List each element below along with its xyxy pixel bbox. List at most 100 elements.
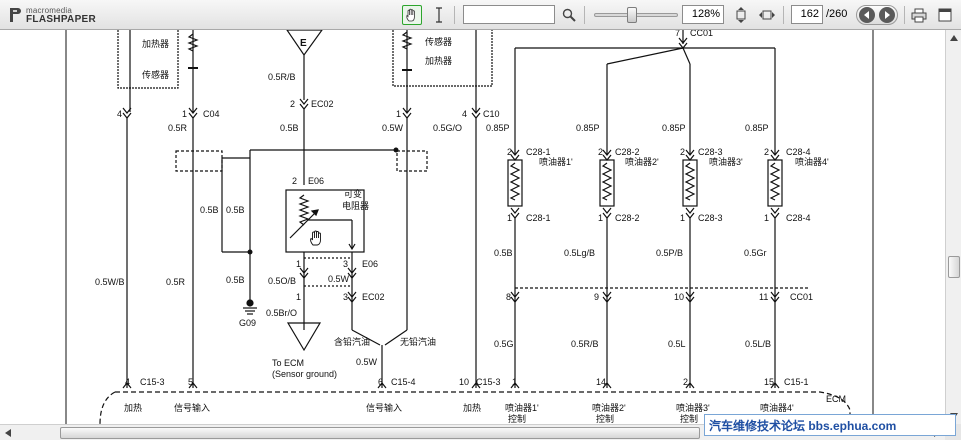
wiring-diagram: 加热器 传感器 E 传感器 加热器 7 CC01 4 1 C04 2 EC02 … [65,30,874,424]
svg-text:0.5W: 0.5W [382,123,404,133]
svg-text:无铅汽油: 无铅汽油 [400,336,436,347]
svg-text:0.5Br/O: 0.5Br/O [266,308,297,318]
horizontal-scroll-thumb[interactable] [60,427,700,439]
svg-text:控制: 控制 [596,413,614,424]
text-select-tool-button[interactable] [429,5,449,25]
svg-text:C28-3: C28-3 [698,147,723,157]
svg-text:0.5R: 0.5R [166,277,186,287]
svg-text:2: 2 [290,99,295,109]
search-button[interactable] [559,5,579,25]
scroll-up-button[interactable] [947,31,961,45]
svg-text:6: 6 [378,377,383,387]
arrow-left-icon [864,11,869,19]
search-icon [562,8,576,22]
page-nav-group [856,5,898,25]
zoom-level-field[interactable]: 128% [682,5,724,24]
hand-tool-button[interactable] [402,5,422,25]
svg-text:11: 11 [759,292,768,302]
svg-text:C15-3: C15-3 [476,377,501,387]
svg-text:喷油器3': 喷油器3' [676,402,710,413]
scroll-left-button[interactable] [1,426,15,440]
svg-text:3: 3 [343,259,348,269]
print-button[interactable] [909,5,929,25]
svg-text:控制: 控制 [508,413,526,424]
next-page-button[interactable] [879,7,895,23]
svg-text:信号输入: 信号输入 [366,402,402,413]
previous-page-button[interactable] [859,7,875,23]
svg-text:0.5W: 0.5W [328,274,350,284]
svg-text:喷油器3': 喷油器3' [709,156,743,167]
svg-text:0.5O/B: 0.5O/B [268,276,296,286]
svg-text:C15-4: C15-4 [391,377,416,387]
svg-text:0.5Gr: 0.5Gr [744,248,767,258]
svg-text:C15-3: C15-3 [140,377,165,387]
fit-width-button[interactable] [757,5,777,25]
svg-text:0.5R/B: 0.5R/B [571,339,599,349]
svg-text:2: 2 [598,147,603,157]
svg-text:0.5P/B: 0.5P/B [656,248,683,258]
document-page[interactable]: 加热器 传感器 E 传感器 加热器 7 CC01 4 1 C04 2 EC02 … [0,30,945,424]
svg-text:0.5B: 0.5B [226,205,245,215]
arrow-right-icon [885,11,890,19]
svg-text:1: 1 [296,259,301,269]
sensor-label-1: 传感器 [142,69,169,80]
svg-text:C28-3: C28-3 [698,213,723,223]
svg-text:EC02: EC02 [362,292,385,302]
sensor-label-2: 传感器 [425,36,452,47]
svg-text:0.85P: 0.85P [662,123,686,133]
svg-text:9: 9 [594,292,599,302]
cc01-top-label: CC01 [690,30,713,38]
svg-text:2: 2 [292,176,297,186]
svg-text:5: 5 [188,377,193,387]
fit-height-icon [736,7,746,23]
svg-text:0.85P: 0.85P [486,123,510,133]
svg-text:14: 14 [596,377,606,387]
svg-text:喷油器4': 喷油器4' [760,402,794,413]
svg-text:喷油器2': 喷油器2' [625,156,659,167]
svg-text:4: 4 [125,377,130,387]
vertical-scroll-thumb[interactable] [948,256,960,278]
current-page-field[interactable]: 162 [791,5,823,24]
hand-cursor-icon [310,230,321,246]
svg-text:0.5B: 0.5B [200,205,219,215]
zoom-slider-thumb[interactable] [627,7,637,23]
svg-text:0.5B: 0.5B [226,275,245,285]
diagram-labels: 加热器 传感器 E 传感器 加热器 7 CC01 4 1 C04 2 EC02 … [95,30,846,424]
svg-text:1: 1 [396,109,401,119]
svg-text:0.5W/B: 0.5W/B [95,277,125,287]
svg-text:2: 2 [507,147,512,157]
printer-icon [911,8,927,22]
svg-text:1: 1 [764,213,769,223]
fullscreen-button[interactable] [935,5,955,25]
svg-text:0.5R: 0.5R [168,123,188,133]
svg-text:4: 4 [462,109,467,119]
svg-text:可变: 可变 [344,188,362,199]
svg-text:0.5L: 0.5L [668,339,686,349]
svg-text:1: 1 [598,213,603,223]
fit-height-button[interactable] [731,5,751,25]
svg-text:C28-1: C28-1 [526,147,551,157]
svg-text:15: 15 [764,377,774,387]
svg-text:2: 2 [683,377,688,387]
svg-text:加热: 加热 [463,402,481,413]
svg-text:3: 3 [343,292,348,302]
svg-text:控制: 控制 [680,413,698,424]
toolbar: macromedia FLASHPAPER 128% [0,0,961,30]
svg-text:0.5Lg/B: 0.5Lg/B [564,248,595,258]
search-input[interactable] [463,5,555,24]
svg-text:1: 1 [296,292,301,302]
svg-text:加热: 加热 [124,402,142,413]
heater-label-1: 加热器 [142,38,169,49]
svg-text:G09: G09 [239,318,256,328]
vertical-scrollbar[interactable] [945,30,961,424]
svg-text:C10: C10 [483,109,500,119]
svg-text:E06: E06 [362,259,378,269]
svg-text:0.5B: 0.5B [280,123,299,133]
svg-text:喷油器4': 喷油器4' [795,156,829,167]
cc01-pin: 7 [675,30,680,38]
svg-text:0.85P: 0.85P [745,123,769,133]
svg-text:0.5G/O: 0.5G/O [433,123,462,133]
arrow-up-icon [950,35,958,41]
svg-text:1: 1 [182,109,187,119]
svg-text:0.5W: 0.5W [356,357,378,367]
